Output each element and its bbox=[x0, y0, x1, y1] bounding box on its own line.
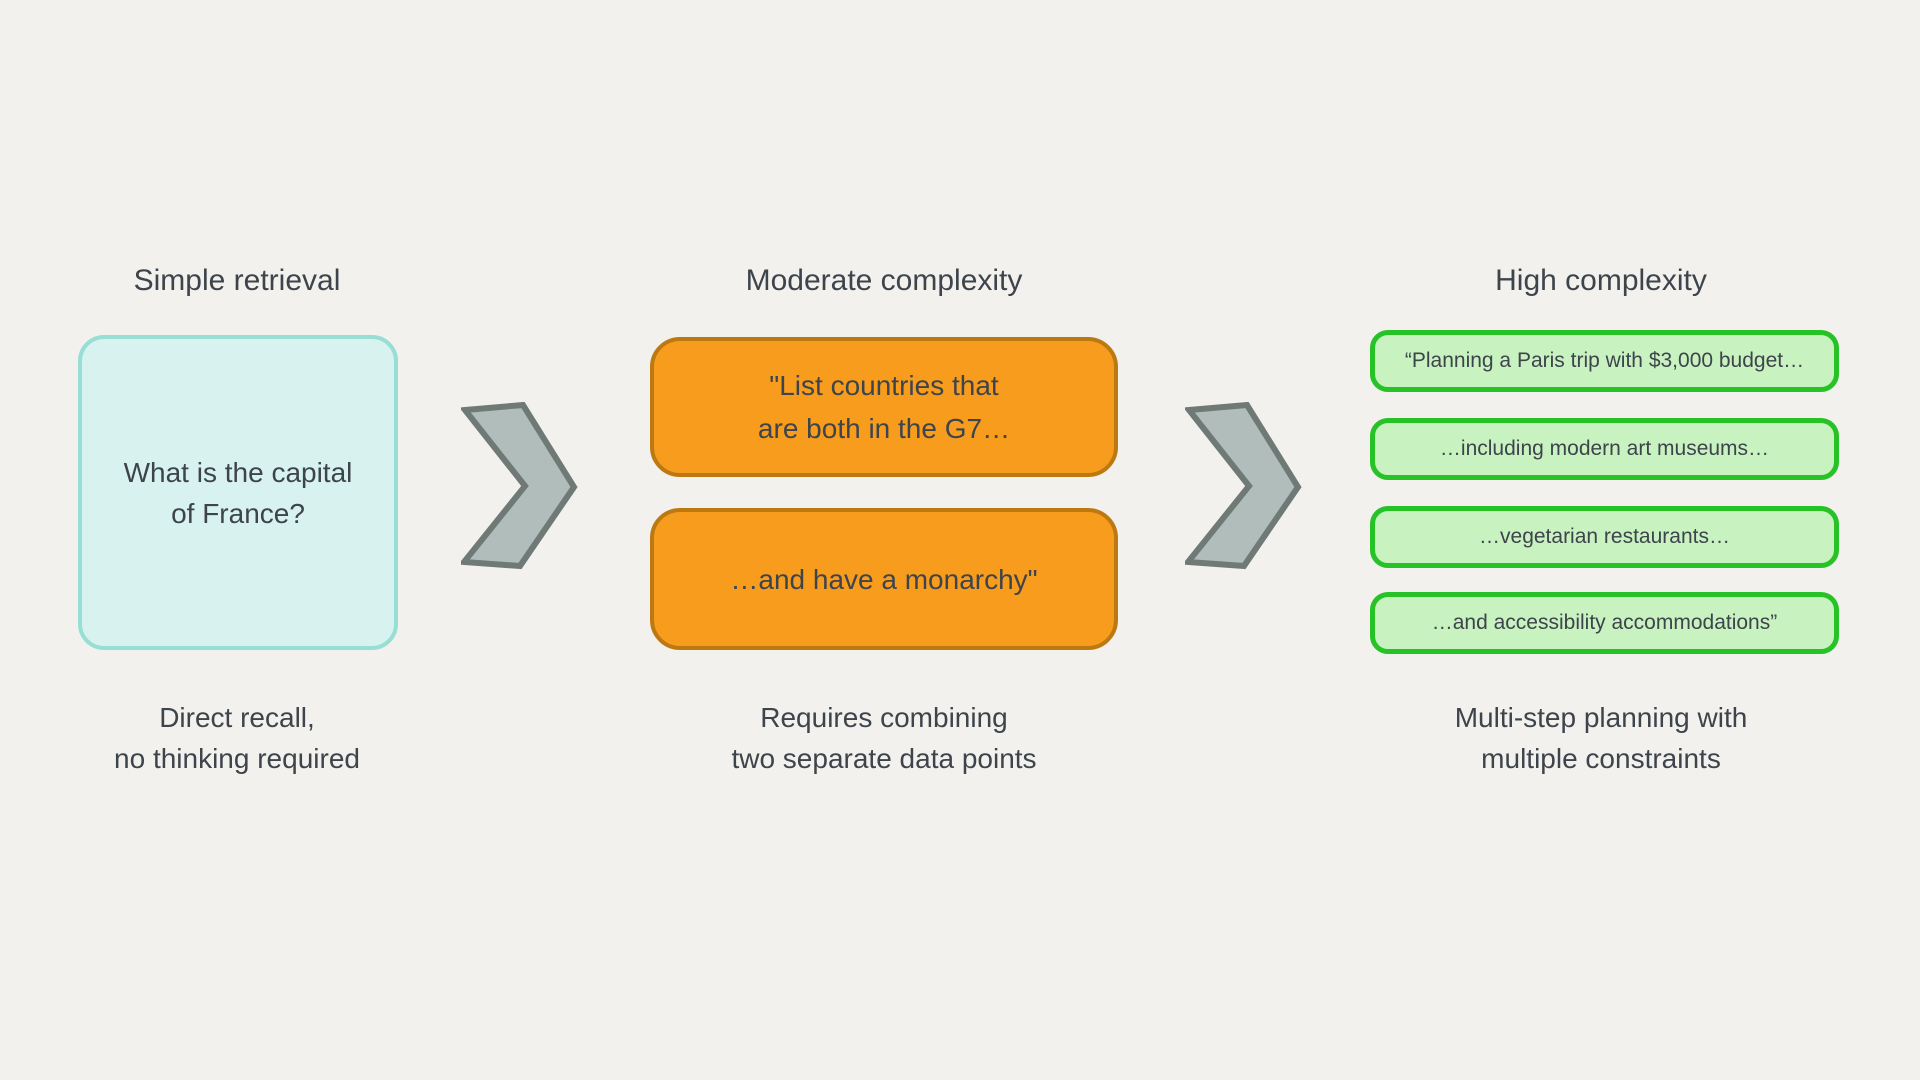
column-header-simple-retrieval: Simple retrieval bbox=[133, 264, 341, 297]
column-header-high-complexity: High complexity bbox=[1495, 264, 1707, 297]
high-complexity-box-1: “Planning a Paris trip with $3,000 budge… bbox=[1370, 330, 1839, 392]
high-complexity-box-4-text: …and accessibility accommodations” bbox=[1431, 611, 1778, 634]
column-header-moderate-complexity: Moderate complexity bbox=[745, 264, 1023, 297]
chevron-right-icon bbox=[461, 402, 578, 570]
chevron-right-shape bbox=[1185, 402, 1302, 570]
caption-high-complexity: Multi-step planning with multiple constr… bbox=[1454, 702, 1748, 774]
caption-moderate-complexity: Requires combining two separate data poi… bbox=[731, 702, 1037, 774]
moderate-complexity-box-1-text: "List countries that are both in the G7… bbox=[757, 370, 1011, 444]
moderate-complexity-box-2: …and have a monarchy" bbox=[650, 508, 1118, 650]
chevron-right-shape bbox=[461, 402, 578, 570]
simple-retrieval-box: What is the capital of France? bbox=[78, 335, 398, 650]
caption-simple-retrieval: Direct recall, no thinking required bbox=[114, 702, 360, 774]
moderate-complexity-box-1: "List countries that are both in the G7… bbox=[650, 337, 1118, 477]
moderate-complexity-box-2-text: …and have a monarchy" bbox=[730, 563, 1038, 595]
high-complexity-box-4: …and accessibility accommodations” bbox=[1370, 592, 1839, 654]
high-complexity-box-2-text: …including modern art museums… bbox=[1439, 437, 1770, 460]
high-complexity-box-3: …vegetarian restaurants… bbox=[1370, 506, 1839, 568]
simple-retrieval-box-text: What is the capital of France? bbox=[123, 456, 353, 529]
high-complexity-box-3-text: …vegetarian restaurants… bbox=[1479, 525, 1730, 548]
high-complexity-box-1-text: “Planning a Paris trip with $3,000 budge… bbox=[1404, 349, 1805, 372]
chevron-right-icon bbox=[1185, 402, 1302, 570]
high-complexity-box-2: …including modern art museums… bbox=[1370, 418, 1839, 480]
